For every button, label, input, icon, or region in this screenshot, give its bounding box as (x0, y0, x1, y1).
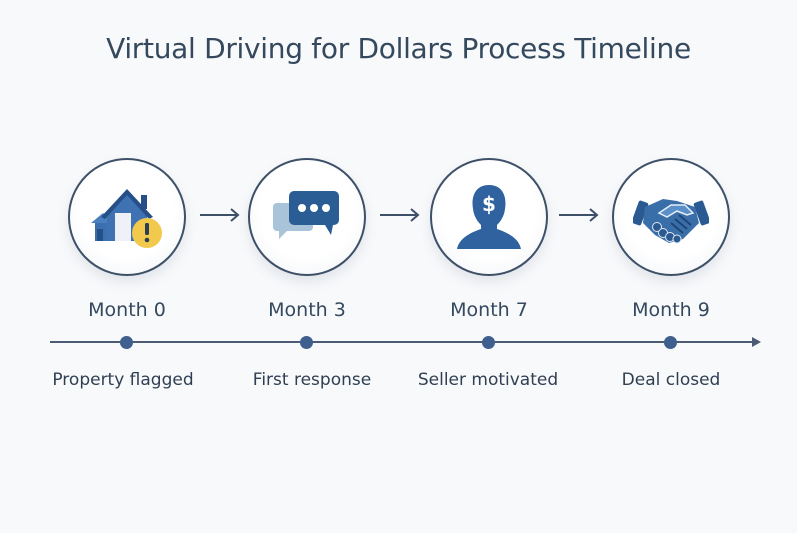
step-2-label: First response (252, 370, 372, 390)
handshake-icon (633, 199, 709, 244)
arrow-right-icon (200, 208, 240, 222)
timeline-dot-step-1 (120, 336, 133, 349)
timeline-axis (50, 341, 755, 343)
chat-bubbles-icon (273, 191, 339, 239)
arrow-right-icon (380, 208, 420, 222)
timeline-dot-step-4 (664, 336, 677, 349)
timeline-dot-step-2 (300, 336, 313, 349)
person-dollar-icon: $ (457, 185, 521, 249)
svg-text:$: $ (482, 192, 496, 216)
step-2-month: Month 3 (268, 299, 346, 321)
arrow-right-icon (559, 208, 599, 222)
step-2-icon-circle (248, 158, 366, 276)
step-4-month: Month 9 (632, 299, 710, 321)
timeline-arrowhead-icon (752, 337, 761, 347)
step-1-icon-circle (68, 158, 186, 276)
step-4-label: Deal closed (621, 370, 721, 390)
step-4-icon-circle (612, 158, 730, 276)
step-3-icon-circle: $ (430, 158, 548, 276)
house-warning-icon (91, 189, 162, 248)
step-3-month: Month 7 (450, 299, 528, 321)
step-1-label: Property flagged (52, 370, 194, 390)
step-3-label: Seller motivated (417, 370, 559, 390)
timeline-dot-step-3 (482, 336, 495, 349)
step-1-month: Month 0 (88, 299, 166, 321)
page-title: Virtual Driving for Dollars Process Time… (106, 32, 691, 65)
